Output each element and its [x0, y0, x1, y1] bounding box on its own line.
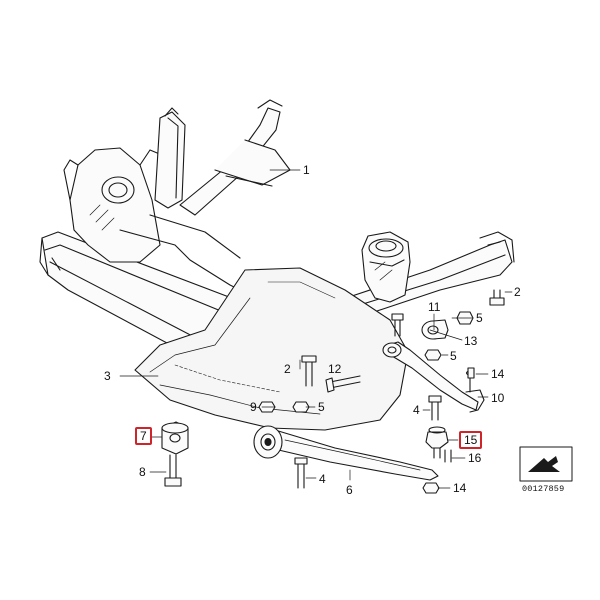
callout-15-highlighted[interactable]: 15 [459, 431, 483, 449]
callout-14: 14 [453, 481, 467, 495]
callout-5: 5 [476, 311, 483, 325]
leader-lines [120, 170, 512, 488]
callout-9: 9 [250, 400, 257, 414]
callout-12: 12 [328, 362, 342, 376]
parts-sheet-icon [520, 447, 572, 481]
callout-16: 16 [468, 451, 482, 465]
underbody-splash-panel [135, 268, 408, 430]
callout-2: 2 [284, 362, 291, 376]
callout-4: 4 [413, 403, 420, 417]
tension-strut [383, 342, 484, 412]
callout-14: 14 [491, 367, 505, 381]
callout-1: 1 [303, 163, 310, 177]
callout-4: 4 [319, 472, 326, 486]
callout-5: 5 [318, 400, 325, 414]
callout-11: 11 [428, 300, 441, 314]
ball-joint [426, 427, 448, 458]
callout-8: 8 [139, 465, 146, 479]
callout-5: 5 [450, 349, 457, 363]
document-number: 00127859 [522, 484, 565, 494]
wishbone-arm [254, 426, 438, 480]
rubber-mount-7 [162, 422, 188, 454]
callout-6: 6 [346, 483, 353, 497]
callout-13: 13 [464, 334, 478, 348]
callout-10: 10 [491, 391, 505, 405]
callout-2: 2 [514, 285, 521, 299]
hex-bolt [165, 290, 504, 488]
callout-7-highlighted[interactable]: 7 [135, 427, 152, 445]
rubber-mount-bushing [422, 320, 448, 339]
callout-3: 3 [104, 369, 111, 383]
